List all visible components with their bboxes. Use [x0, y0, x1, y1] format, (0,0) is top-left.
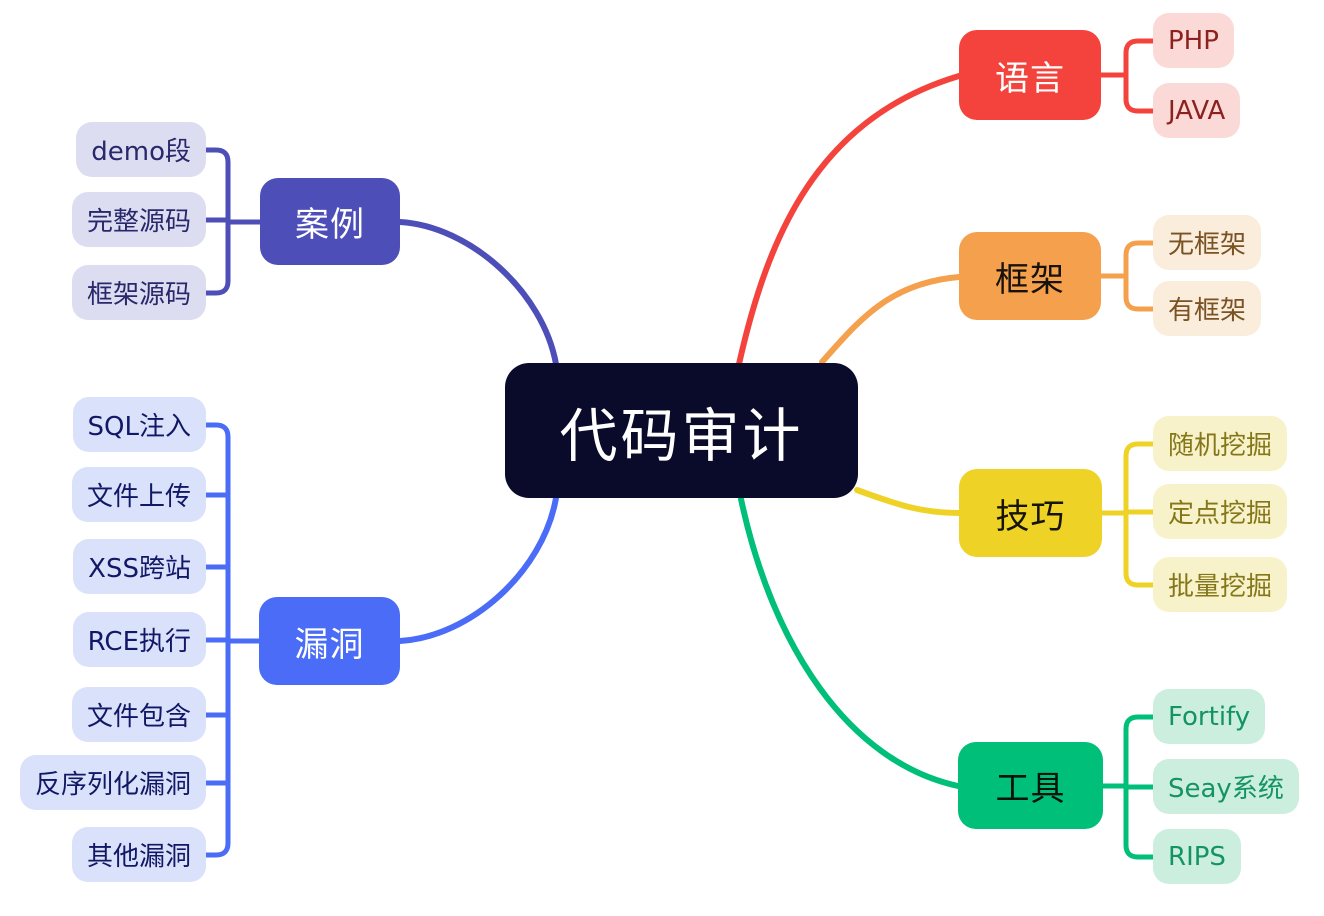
- node-technique-child-2-label: 批量挖掘: [1168, 572, 1273, 602]
- node-framework-label: 框架: [995, 259, 1065, 300]
- node-tools-child-0-label: Fortify: [1168, 701, 1251, 732]
- node-language-label: 语言: [995, 58, 1065, 99]
- node-vulnerabilities-child-2-label: XSS跨站: [88, 554, 191, 584]
- connector-line: [1123, 240, 1156, 312]
- node-tools-label: 工具: [995, 769, 1066, 809]
- node-tools-child-1-label: Seay系统: [1168, 774, 1284, 804]
- node-vulnerabilities-child-5[interactable]: 反序列化漏洞: [19, 755, 206, 810]
- node-cases-child-0[interactable]: demo段: [76, 122, 206, 177]
- node-vulnerabilities-child-3[interactable]: RCE执行: [72, 612, 206, 667]
- connector-line: [1123, 38, 1156, 114]
- node-framework-child-1-label: 有框架: [1168, 296, 1247, 326]
- node-tools-child-2[interactable]: RIPS: [1153, 829, 1241, 884]
- connector-line: [397, 219, 559, 367]
- node-tools-child-1[interactable]: Seay系统: [1153, 759, 1299, 814]
- node-vulnerabilities-child-6[interactable]: 其他漏洞: [71, 827, 206, 882]
- node-cases-child-1-label: 完整源码: [86, 207, 191, 237]
- node-vulnerabilities-child-0-label: SQL注入: [87, 412, 191, 442]
- node-framework-child-1[interactable]: 有框架: [1153, 281, 1262, 336]
- connector-line: [736, 73, 962, 367]
- node-cases-child-1[interactable]: 完整源码: [71, 192, 206, 247]
- node-language-child-0[interactable]: PHP: [1153, 13, 1234, 68]
- root-node[interactable]: 代码审计: [505, 363, 858, 498]
- node-vulnerabilities-child-5-label: 反序列化漏洞: [34, 770, 191, 800]
- node-technique-child-2[interactable]: 批量挖掘: [1153, 557, 1288, 612]
- node-framework-child-0-label: 无框架: [1168, 230, 1247, 260]
- node-technique-child-0[interactable]: 随机挖掘: [1153, 416, 1288, 471]
- node-vulnerabilities-child-4-label: 文件包含: [86, 702, 191, 732]
- node-tools-child-0[interactable]: Fortify: [1153, 689, 1266, 744]
- node-language-child-1[interactable]: JAVA: [1153, 83, 1241, 138]
- node-vulnerabilities-child-6-label: 其他漏洞: [86, 842, 191, 872]
- connector-line: [854, 487, 962, 516]
- node-vulnerabilities-child-4[interactable]: 文件包含: [71, 687, 206, 742]
- node-cases-child-0-label: demo段: [91, 137, 191, 167]
- node-technique-child-0-label: 随机挖掘: [1168, 431, 1273, 461]
- node-framework[interactable]: 框架: [959, 232, 1101, 320]
- node-language-child-1-label: JAVA: [1168, 95, 1226, 126]
- node-cases-label: 案例: [295, 205, 365, 245]
- node-vulnerabilities-child-1[interactable]: 文件上传: [71, 467, 206, 522]
- connector-line: [738, 496, 961, 789]
- node-cases-child-2[interactable]: 框架源码: [71, 265, 206, 320]
- node-vulnerabilities-child-1-label: 文件上传: [86, 482, 191, 512]
- node-technique-child-1-label: 定点挖掘: [1168, 499, 1273, 529]
- node-cases[interactable]: 案例: [260, 178, 400, 265]
- node-technique-child-1[interactable]: 定点挖掘: [1153, 484, 1288, 539]
- node-cases-child-2-label: 框架源码: [86, 280, 191, 310]
- node-vulnerabilities-child-2[interactable]: XSS跨站: [73, 539, 206, 594]
- node-framework-child-0[interactable]: 无框架: [1153, 215, 1262, 270]
- node-tools-child-2-label: RIPS: [1168, 841, 1226, 872]
- connector-line: [397, 495, 559, 644]
- node-vulnerabilities-child-3-label: RCE执行: [87, 627, 191, 657]
- root-label: 代码审计: [559, 401, 804, 470]
- node-vulnerabilities-child-0[interactable]: SQL注入: [72, 397, 206, 452]
- connector-line: [819, 274, 962, 365]
- node-technique-label: 技巧: [995, 496, 1066, 537]
- node-language[interactable]: 语言: [959, 30, 1101, 120]
- node-vulnerabilities-label: 漏洞: [294, 624, 365, 665]
- node-tools[interactable]: 工具: [958, 742, 1103, 829]
- node-language-child-0-label: PHP: [1168, 25, 1219, 56]
- node-technique[interactable]: 技巧: [959, 469, 1102, 557]
- node-vulnerabilities[interactable]: 漏洞: [259, 597, 400, 685]
